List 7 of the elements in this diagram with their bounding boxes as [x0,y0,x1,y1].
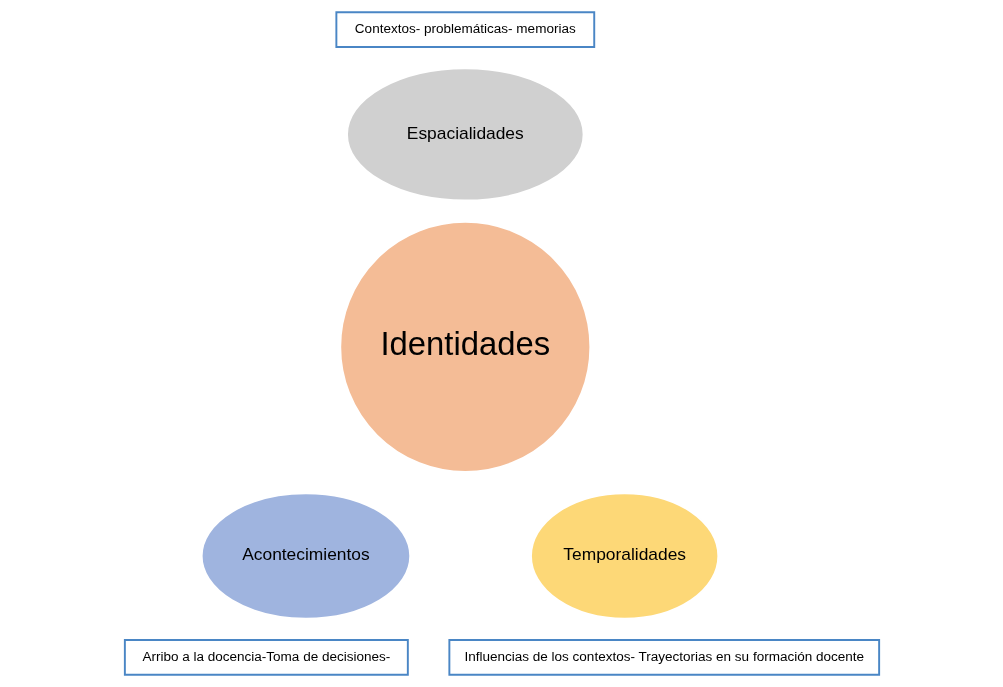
node-box: Arribo a la docencia-Toma de decisiones- [123,639,409,676]
node-ellipse: Temporalidades [529,492,719,620]
node-box: Contextos- problemáticas- memorias [334,11,595,48]
node-circle: Identidades [338,220,591,473]
node-ellipse: Acontecimientos [200,492,411,620]
node-box: Influencias de los contextos- Trayectorias en su formación docente [447,639,880,676]
node-ellipse: Espacialidades [345,67,585,202]
